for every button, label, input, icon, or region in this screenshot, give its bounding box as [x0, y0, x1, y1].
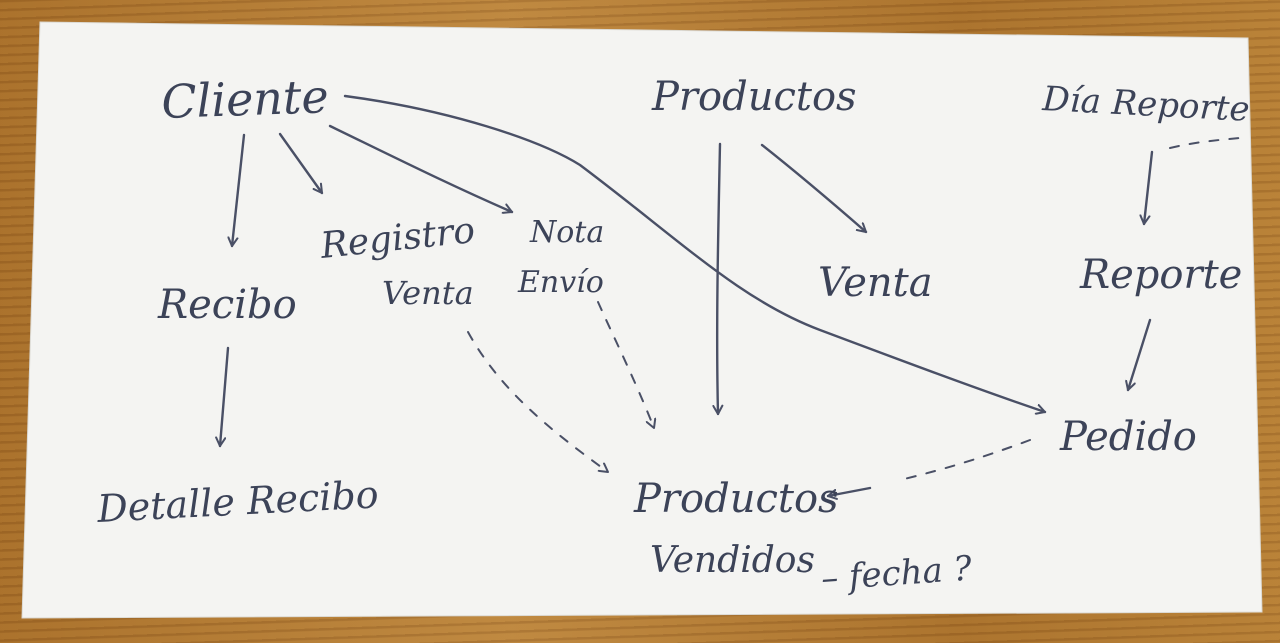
dashed-pedido-productos-vendidos	[899, 439, 1031, 481]
arrow-dia-reporte-reporte	[1144, 150, 1154, 226]
node-cliente: Cliente	[160, 69, 329, 129]
node-nota-envio-line1: Nota	[529, 215, 604, 250]
node-reporte: Reporte	[1079, 252, 1242, 298]
dashed-dia-reporte-tail	[1169, 137, 1241, 149]
dashed-nota-envio-productos-vendidos	[597, 301, 654, 428]
node-recibo: Recibo	[157, 282, 297, 328]
node-productos-vendidos-line1: Productos	[633, 476, 839, 522]
node-registro-venta-line2: Venta	[382, 274, 474, 312]
node-pedido: Pedido	[1059, 414, 1197, 460]
node-venta: Venta	[818, 260, 933, 306]
paper-sheet	[21, 21, 1263, 619]
arrow-productos-venta	[760, 143, 868, 234]
arrow-cliente-pedido	[343, 94, 1047, 412]
arrow-cliente-recibo	[232, 133, 246, 248]
arrow-cliente-registro-venta	[278, 132, 324, 195]
node-productos: Productos	[651, 74, 857, 120]
node-nota-envio-line2: Envío	[517, 265, 604, 300]
arrow-cliente-nota-envio	[328, 124, 514, 212]
dashed-registro-venta-productos-vendidos	[467, 331, 608, 472]
arrow-recibo-detalle-recibo	[220, 346, 230, 448]
arrow-reporte-pedido	[1128, 318, 1152, 392]
node-productos-vendidos-line2: Vendidos	[650, 540, 815, 581]
arrow-pedido-productos-vendidos	[826, 486, 872, 496]
arrow-productos-productos-vendidos	[717, 142, 720, 416]
